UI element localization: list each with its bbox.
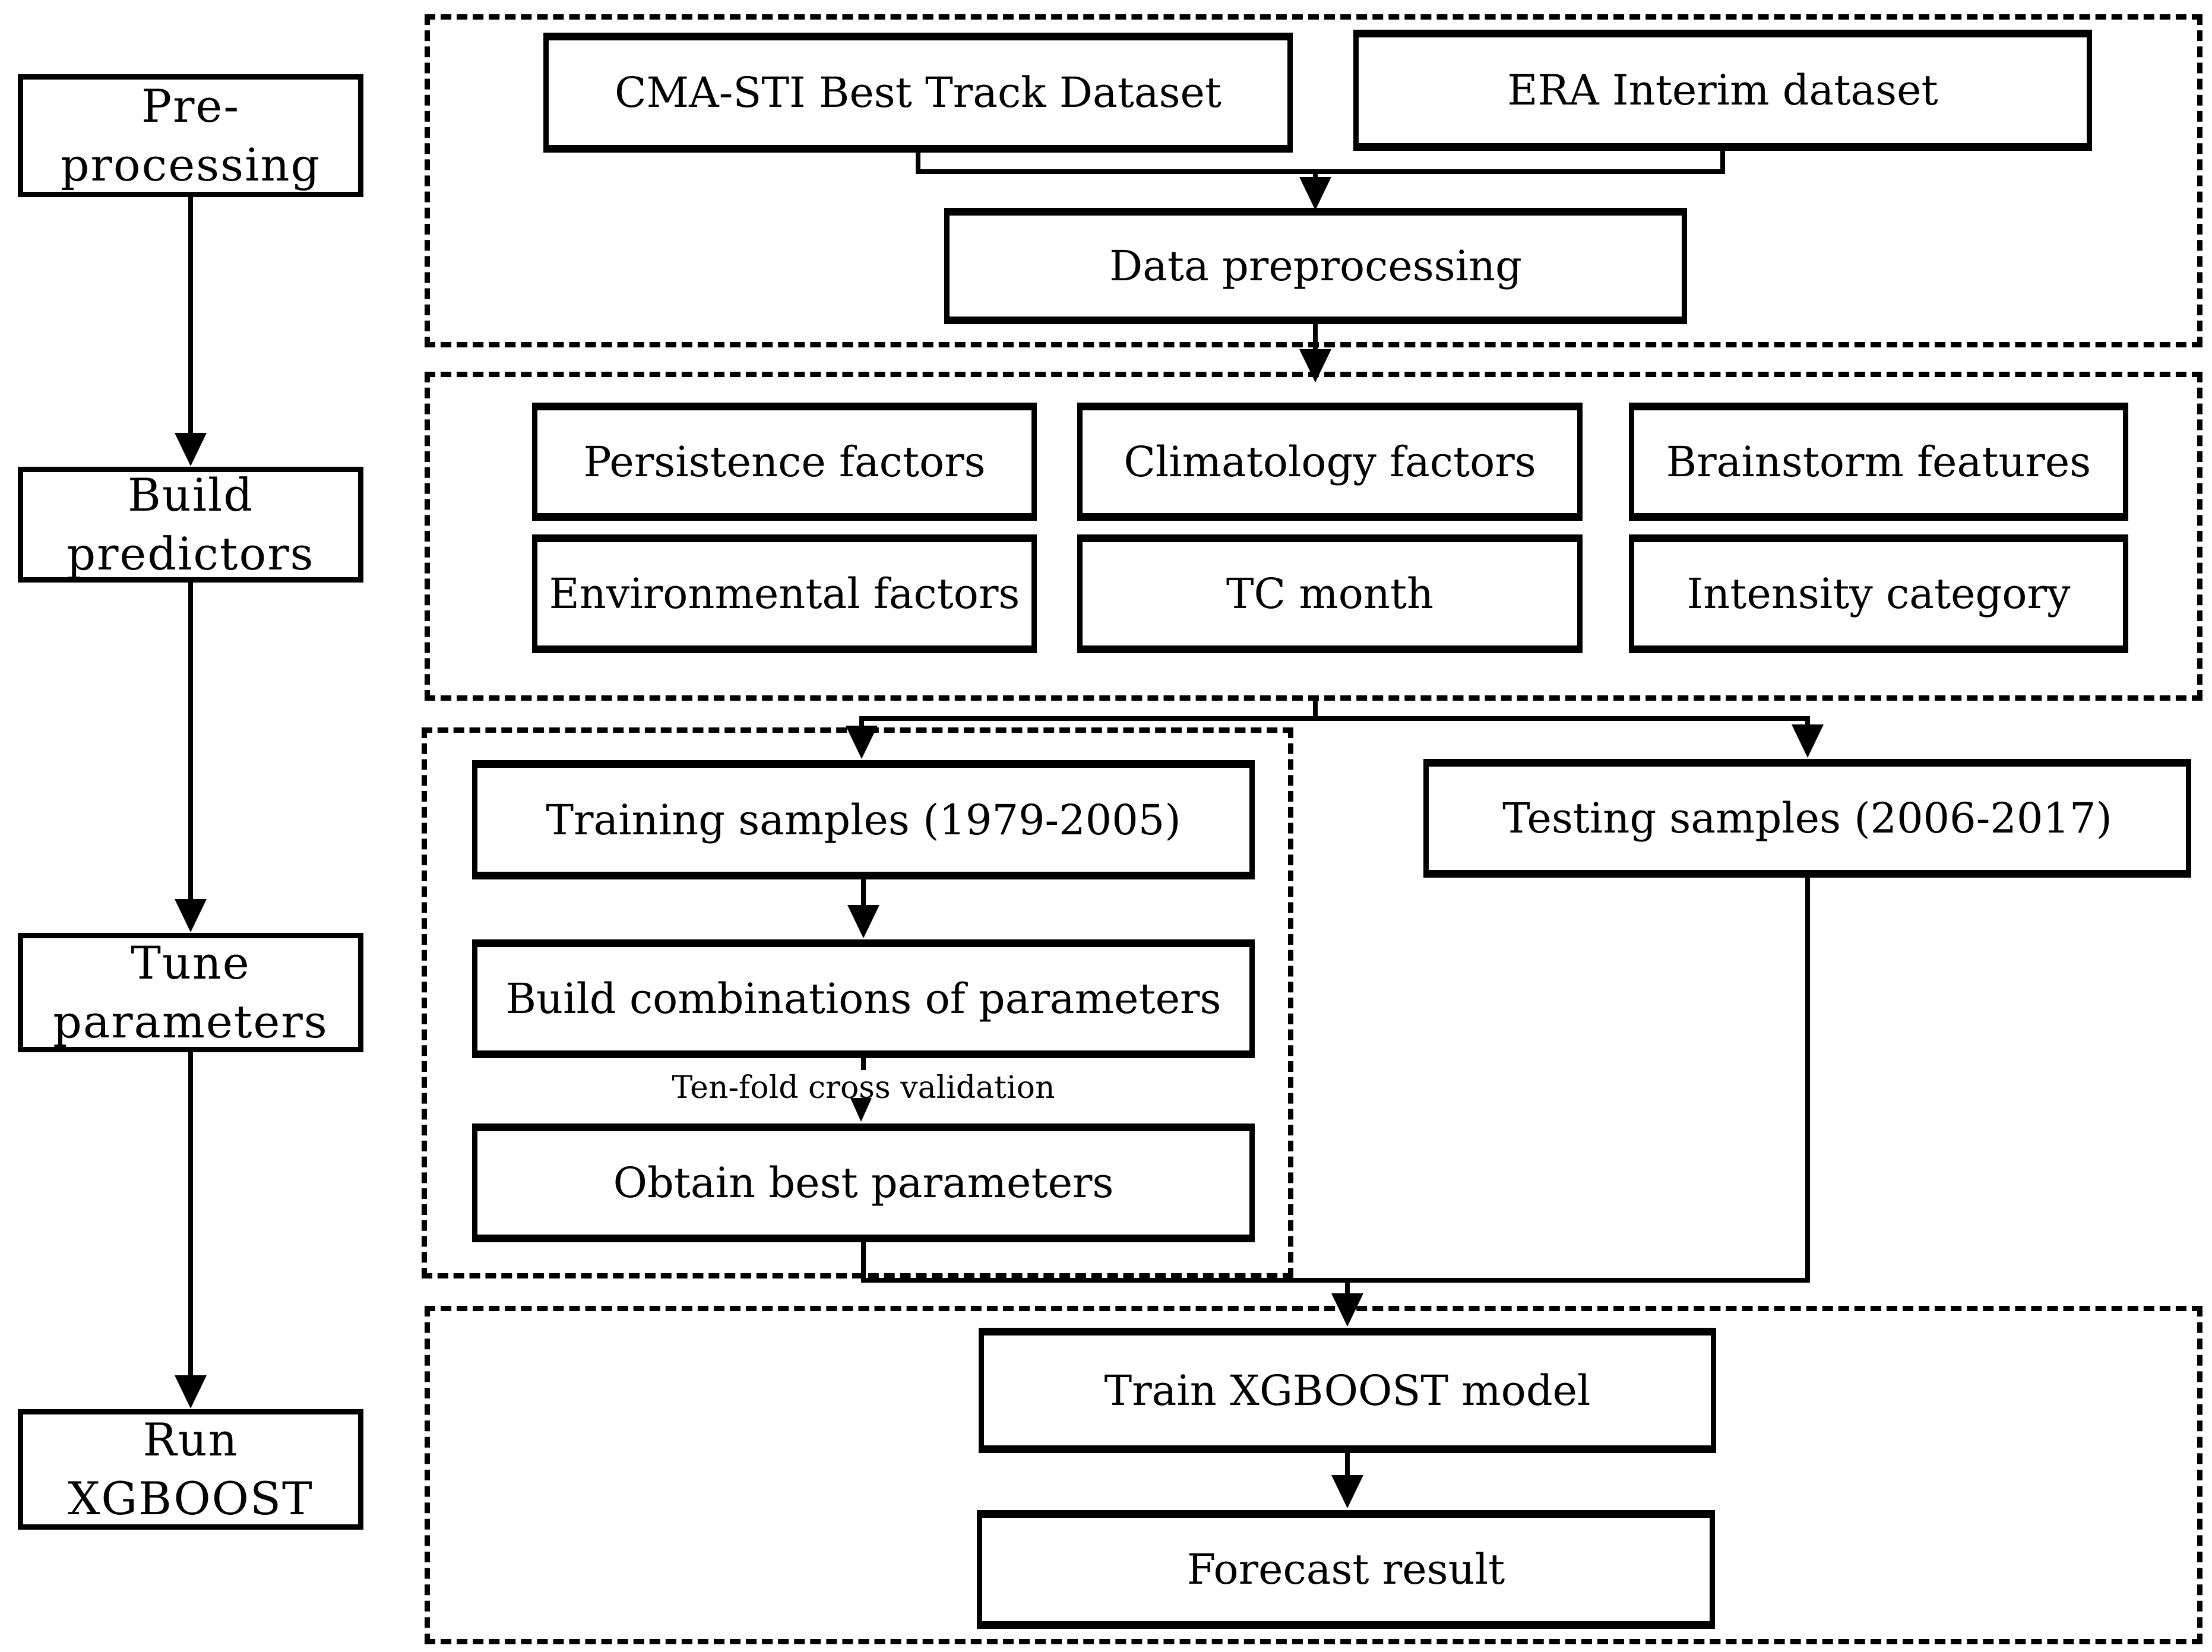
cma-dataset-label: CMA-STI Best Track Dataset — [614, 68, 1222, 117]
persistence-factors-box: Persistence factors — [532, 403, 1037, 521]
connector-stage2-line — [188, 583, 193, 900]
connector-split-line — [859, 716, 1810, 721]
arrowhead-to-predictors-section — [1299, 349, 1331, 382]
arrowhead-to-build-predictors — [175, 433, 207, 466]
connector-to-train-model-line — [1345, 1283, 1350, 1296]
connector-split-right-line — [1805, 719, 1810, 728]
brainstorm-features-label: Brainstorm features — [1666, 437, 2091, 486]
intensity-category-box: Intensity category — [1629, 534, 2128, 653]
stage-tune-parameters-box: Tune parameters — [18, 933, 363, 1052]
forecast-result-box: Forecast result — [977, 1510, 1715, 1629]
environmental-factors-box: Environmental factors — [532, 534, 1037, 653]
cma-dataset-box: CMA-STI Best Track Dataset — [543, 33, 1293, 153]
train-model-box: Train XGBOOST model — [979, 1328, 1716, 1453]
connector-testing-down-line — [1805, 878, 1810, 1283]
obtain-best-parameters-label: Obtain best parameters — [613, 1159, 1114, 1207]
climatology-factors-box: Climatology factors — [1077, 403, 1583, 521]
data-preprocessing-label: Data preprocessing — [1109, 242, 1522, 290]
connector-era-down-line — [1720, 150, 1725, 174]
connector-training-to-combinations-line — [861, 879, 866, 906]
persistence-factors-label: Persistence factors — [583, 437, 986, 486]
connector-obtain-down-line — [861, 1242, 866, 1283]
data-preprocessing-box: Data preprocessing — [944, 208, 1687, 324]
environmental-factors-label: Environmental factors — [549, 569, 1020, 618]
era-dataset-box: ERA Interim dataset — [1353, 30, 2092, 151]
train-model-label: Train XGBOOST model — [1104, 1366, 1591, 1415]
arrowhead-to-training-samples — [846, 726, 878, 759]
connector-stage1-line — [188, 196, 193, 434]
climatology-factors-label: Climatology factors — [1124, 437, 1536, 486]
intensity-category-label: Intensity category — [1686, 569, 2071, 618]
connector-below-combinations-line — [861, 1058, 866, 1074]
stage-preprocessing-label: Pre-processing — [60, 79, 321, 191]
connector-datasets-merge-line — [916, 169, 1725, 174]
obtain-best-parameters-box: Obtain best parameters — [472, 1124, 1255, 1242]
training-samples-box: Training samples (1979-2005) — [472, 760, 1255, 879]
build-combinations-box: Build combinations of parameters — [472, 939, 1255, 1058]
testing-samples-label: Testing samples (2006-2017) — [1502, 794, 2112, 843]
arrowhead-to-data-preprocessing — [1299, 177, 1331, 210]
stage-run-xgboost-label: Run XGBOOST — [68, 1413, 314, 1525]
era-dataset-label: ERA Interim dataset — [1507, 66, 1938, 115]
forecast-result-label: Forecast result — [1186, 1545, 1505, 1594]
testing-samples-box: Testing samples (2006-2017) — [1423, 759, 2191, 878]
stage-preprocessing-box: Pre-processing — [18, 74, 363, 197]
arrowhead-to-train-model — [1331, 1293, 1363, 1327]
build-combinations-label: Build combinations of parameters — [505, 974, 1221, 1023]
arrowhead-to-forecast — [1331, 1475, 1363, 1508]
arrowhead-to-obtain-best — [850, 1098, 872, 1122]
arrowhead-to-tune-parameters — [175, 899, 207, 932]
model-section-frame — [425, 1306, 2202, 1644]
connector-train-to-forecast-line — [1345, 1453, 1350, 1477]
stage-build-predictors-box: Build predictors — [18, 467, 363, 583]
stage-build-predictors-label: Build predictors — [67, 468, 315, 580]
connector-predictors-exit-line — [1313, 701, 1318, 721]
tc-month-label: TC month — [1226, 569, 1434, 618]
brainstorm-features-box: Brainstorm features — [1629, 403, 2128, 521]
connector-merge-line — [861, 1278, 1810, 1283]
connector-to-data-preprocessing-line — [1313, 171, 1318, 179]
tc-month-box: TC month — [1077, 534, 1583, 653]
training-samples-label: Training samples (1979-2005) — [546, 795, 1181, 844]
connector-cma-down-line — [916, 151, 920, 174]
connector-to-predictors-line — [1313, 324, 1318, 350]
stage-tune-parameters-label: Tune parameters — [53, 936, 328, 1048]
arrowhead-to-run-xgboost — [175, 1375, 207, 1409]
arrowhead-to-testing-samples — [1792, 724, 1824, 758]
stage-run-xgboost-box: Run XGBOOST — [18, 1409, 363, 1530]
connector-split-left-line — [859, 719, 864, 728]
arrowhead-to-build-combinations — [847, 905, 879, 938]
connector-stage3-line — [188, 1052, 193, 1376]
